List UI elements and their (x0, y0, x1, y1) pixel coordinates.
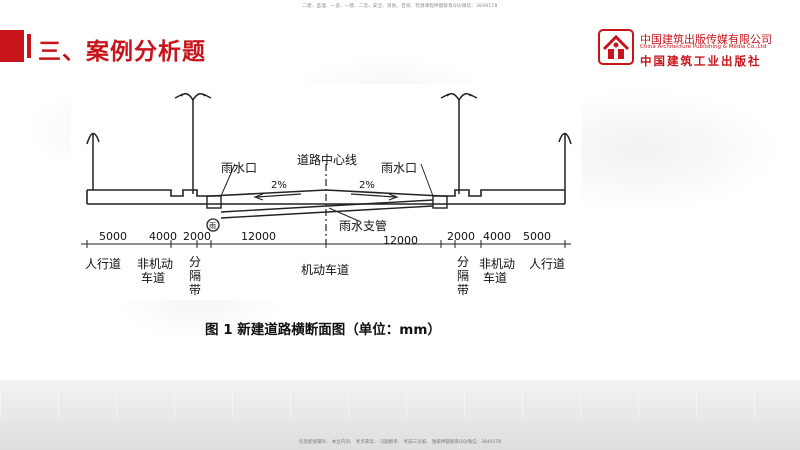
manhole-icon (206, 218, 220, 232)
street-lamp-left-icon (174, 93, 212, 194)
title-accent-bar (0, 30, 24, 62)
zone-divider-left-3: 带 (189, 283, 201, 297)
manhole-label: 雨 (209, 222, 216, 230)
inlet-right-box (432, 195, 448, 209)
dim-left-4: 12000 (241, 230, 276, 243)
zone-divider-right-3: 带 (457, 283, 469, 297)
slope-arrow-right-icon (350, 193, 399, 201)
branch-pipe-label: 雨水支管 (339, 218, 387, 233)
zone-divider-right-1: 分 (457, 255, 469, 269)
zone-sidewalk-right: 人行道 (529, 257, 565, 271)
publisher-logo: 中国建筑出版传媒有限公司 China Architecture Publishi… (598, 29, 798, 73)
dim-right-2: 2000 (447, 230, 475, 243)
street-lamp-right-icon (440, 93, 478, 194)
zone-divider-right-2: 隔 (457, 269, 469, 283)
road-profile (86, 189, 566, 205)
page-title: 三、案例分析题 (38, 39, 206, 65)
publisher-logo-mark-icon (598, 29, 634, 65)
publisher-name-script: 中国建筑工业出版社 (640, 54, 762, 68)
zone-nonmotor-left-line2: 车道 (141, 270, 165, 285)
dim-left-2: 4000 (149, 230, 177, 243)
rain-branch-pipe (220, 199, 434, 219)
footer-stripes (0, 392, 800, 418)
dim-left-3: 2000 (183, 230, 211, 243)
zone-nonmotor-right-line2: 车道 (483, 270, 507, 285)
dimension-ticks (86, 240, 566, 248)
title-accent-stripe (27, 34, 31, 58)
zone-nonmotor-right-line1: 非机动 (479, 257, 515, 271)
publisher-name-cn: 中国建筑出版传媒有限公司 (640, 33, 772, 46)
inlet-left-label: 雨水口 (221, 161, 257, 175)
slope-right-label: 2% (359, 180, 375, 191)
top-notice: 二建、监理、一造、一建、二造、安全、消防、咨询、检测课程押题联系QQ/微信：38… (302, 4, 498, 9)
dim-left-1: 5000 (99, 230, 127, 243)
dim-right-3: 4000 (483, 230, 511, 243)
roadside-tree-left-icon (86, 132, 100, 190)
road-cross-section-diagram: 雨 道路中心线 雨水口 雨水口 2% 2% 雨水支管 (71, 84, 581, 300)
dim-right-4: 5000 (523, 230, 551, 243)
footer-notice: 包括新规辅导、 本业内训、 考点来读、 习题模考、 考前三页纸、 独家押题联系Q… (298, 440, 502, 445)
zone-sidewalk-left: 人行道 (85, 257, 121, 271)
roadside-tree-right-icon (558, 132, 572, 190)
inlet-left-box (206, 195, 222, 209)
cross-section-svg: 雨 道路中心线 雨水口 雨水口 2% 2% 雨水支管 (81, 93, 572, 297)
slope-arrow-left-icon (253, 193, 302, 201)
inlet-right-label: 雨水口 (381, 161, 417, 175)
zone-motor-lane: 机动车道 (301, 262, 349, 277)
slope-left-label: 2% (271, 180, 287, 191)
publisher-name-en: China Architecture Publishing & Media Co… (640, 44, 767, 50)
zone-nonmotor-left-line1: 非机动 (137, 257, 173, 271)
leader-lines (220, 163, 434, 223)
zone-divider-left-1: 分 (189, 255, 201, 269)
zone-divider-left-2: 隔 (189, 269, 201, 283)
figure-caption: 图 1 新建道路横断面图（单位：mm） (205, 322, 441, 338)
dim-right-1: 12000 (383, 234, 418, 247)
centerline-label: 道路中心线 (297, 152, 357, 167)
